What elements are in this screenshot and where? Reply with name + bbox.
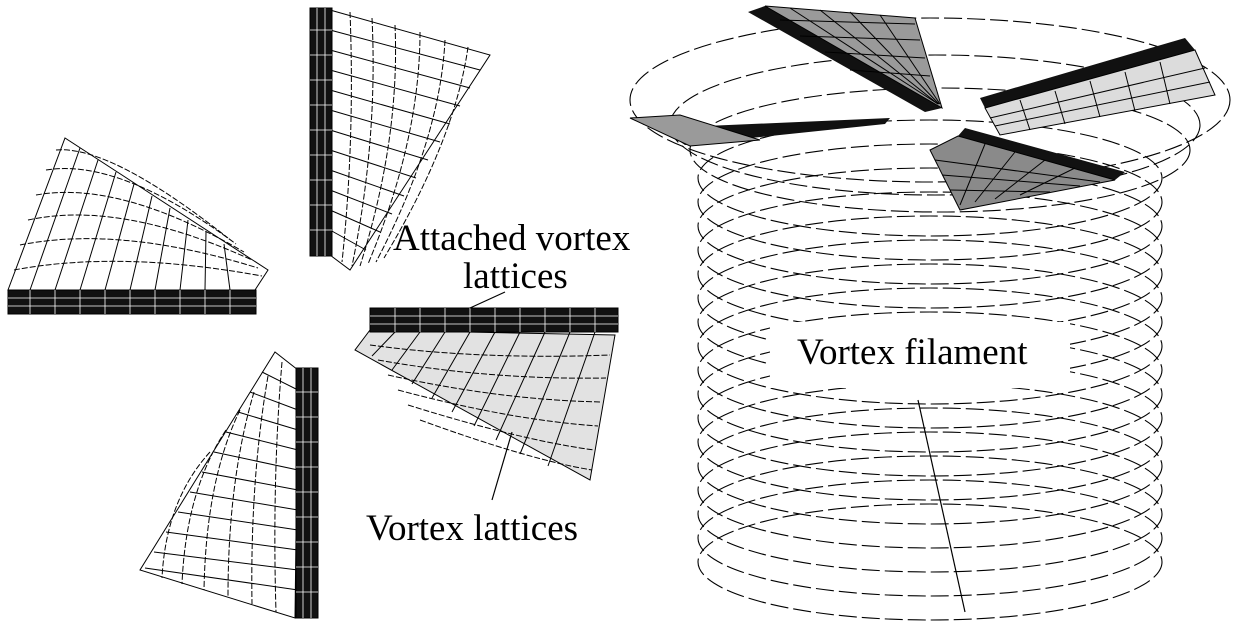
wake-ring (697, 239, 1163, 357)
blade-bottom-attached-lattice (295, 367, 319, 619)
wake-ring (697, 503, 1163, 621)
wake-ring (697, 383, 1163, 501)
blade-left-chord-lines (29, 147, 231, 291)
vortex-filament-label-bg (770, 322, 1070, 388)
blade-left-attached-lattice (7, 289, 257, 315)
blade-bottom (139, 351, 319, 619)
wake-ring (697, 407, 1163, 525)
vortex-lattices-leader-line (491, 431, 513, 501)
blade-right (354, 307, 619, 481)
blade-d-leading-edge (958, 128, 1125, 180)
blade-right-span-lines (369, 344, 611, 471)
blade-b-lines (989, 61, 1211, 131)
blade-left (7, 137, 269, 315)
wake-view: Vortex filament (629, 5, 1231, 621)
wake-ring (697, 119, 1163, 237)
blade-a-lines (779, 7, 941, 105)
blade-left-spar-ticks (8, 290, 256, 314)
wake-ring (697, 431, 1163, 549)
blade-top-chord-lines (329, 29, 481, 251)
wake-ring (697, 215, 1163, 333)
wake-ring (697, 455, 1163, 573)
blade-a-leading-edge (748, 6, 942, 112)
wake-ring (697, 167, 1163, 285)
blade-right-spar-ticks (370, 308, 618, 332)
wake-ring (689, 87, 1191, 213)
blade-top-spar-ticks (310, 8, 332, 256)
blade-d-lines (934, 143, 1101, 206)
blade-bottom-outline (139, 351, 299, 619)
top-view-rotor: Attached vortex lattices Vortex lattices (7, 7, 631, 619)
perspective-rotor (629, 5, 1216, 211)
blade-d-lattice (929, 135, 1116, 211)
blade-left-outline (7, 137, 269, 291)
wake-ring (697, 311, 1163, 429)
blade-right-outline (354, 329, 616, 481)
attached-vortex-label-line1: Attached vortex (393, 218, 631, 259)
blade-right-chord-lines (371, 331, 596, 467)
blade-b-leading-edge (980, 38, 1195, 108)
vortex-filament-label: Vortex filament (797, 332, 1028, 373)
vortex-filament-line (917, 399, 966, 613)
vortex-lattices-label: Vortex lattices (366, 508, 578, 549)
blade-bottom-chord-lines (144, 371, 299, 591)
wake-ring (697, 479, 1163, 597)
blade-bottom-spar-ticks (296, 368, 318, 618)
wake-ring (669, 54, 1201, 196)
wake-ring (697, 287, 1163, 405)
attached-leader-line (469, 291, 506, 309)
wake-ring (629, 17, 1231, 183)
attached-vortex-label-line2: lattices (463, 256, 568, 297)
blade-top-span-lines (341, 11, 469, 267)
blade-bottom-span-lines (161, 361, 283, 613)
blade-top (309, 7, 491, 271)
blade-top-attached-lattice (309, 7, 333, 257)
blade-left-span-lines (13, 149, 263, 277)
blade-right-attached-lattice (369, 307, 619, 333)
wake-ring (697, 263, 1163, 381)
blade-c-lattice (629, 114, 761, 147)
wake-ring (697, 191, 1163, 309)
blade-a-lattice (764, 5, 943, 110)
wake-ring (697, 143, 1163, 261)
